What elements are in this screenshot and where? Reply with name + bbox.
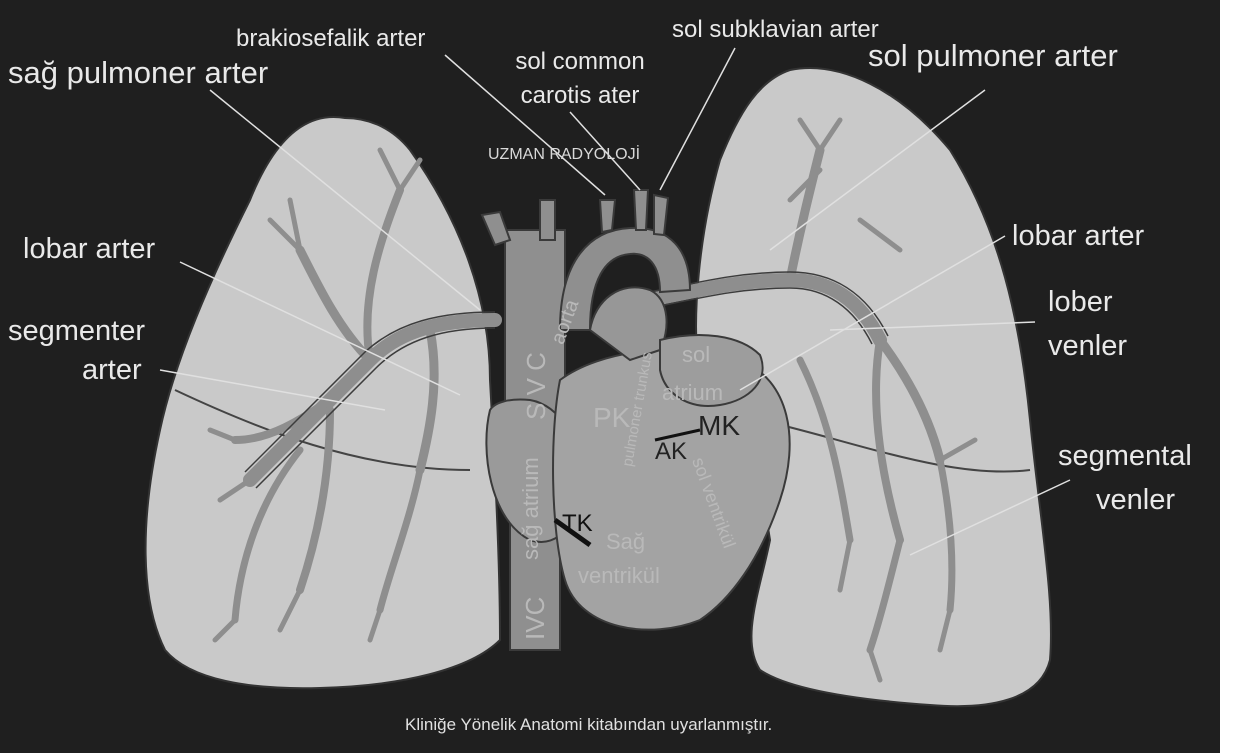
left-common-carotis-shape [634,190,648,230]
brachiocephalic-artery-shape [600,200,615,232]
label-svc: S V C [523,352,549,420]
label-sol-atrium-1: sol [682,344,710,366]
caption-source: Kliniğe Yönelik Anatomi kitabından uyarl… [405,716,772,733]
svc-cap-left [482,212,510,245]
label-lobar-arter-right: lobar arter [1012,222,1144,251]
label-lober-venler-2: venler [1048,332,1127,361]
label-ivc: IVC [522,597,548,640]
label-lober-venler-1: lober [1048,288,1113,317]
pulmonary-trunk-shape [590,287,667,360]
label-segmenter-arter-2: arter [82,356,142,385]
label-sol-pulmoner-arter: sol pulmoner arter [868,40,1118,71]
label-segmental-venler-2: venler [1096,486,1175,515]
label-lobar-arter-left: lobar arter [23,235,155,264]
label-segmenter-arter-1: segmenter [8,317,145,346]
label-sag-ventrikul-2: ventrikül [578,565,660,587]
label-ak: AK [655,440,687,464]
label-sag-pulmoner-arter: sağ pulmoner arter [8,57,268,88]
watermark-text: UZMAN RADYOLOJİ [488,147,640,163]
label-sol-common-carotis-2: carotis ater [500,84,660,108]
label-sag-atrium: sağ atrium [520,457,542,560]
label-brakiosefalik-arter: brakiosefalik arter [236,27,425,51]
left-subclavian-shape [654,195,668,235]
label-tk: TK [562,512,593,536]
label-sag-ventrikul-1: Sağ [606,531,645,553]
label-sol-atrium-2: atrium [662,382,723,404]
label-sol-common-carotis-1: sol common [500,50,660,74]
svc-cap-right [540,200,555,240]
label-segmental-venler-1: segmental [1058,442,1192,471]
label-pk: PK [593,404,630,432]
label-mk: MK [698,412,740,440]
label-sol-subklavian-arter: sol subklavian arter [672,18,879,42]
